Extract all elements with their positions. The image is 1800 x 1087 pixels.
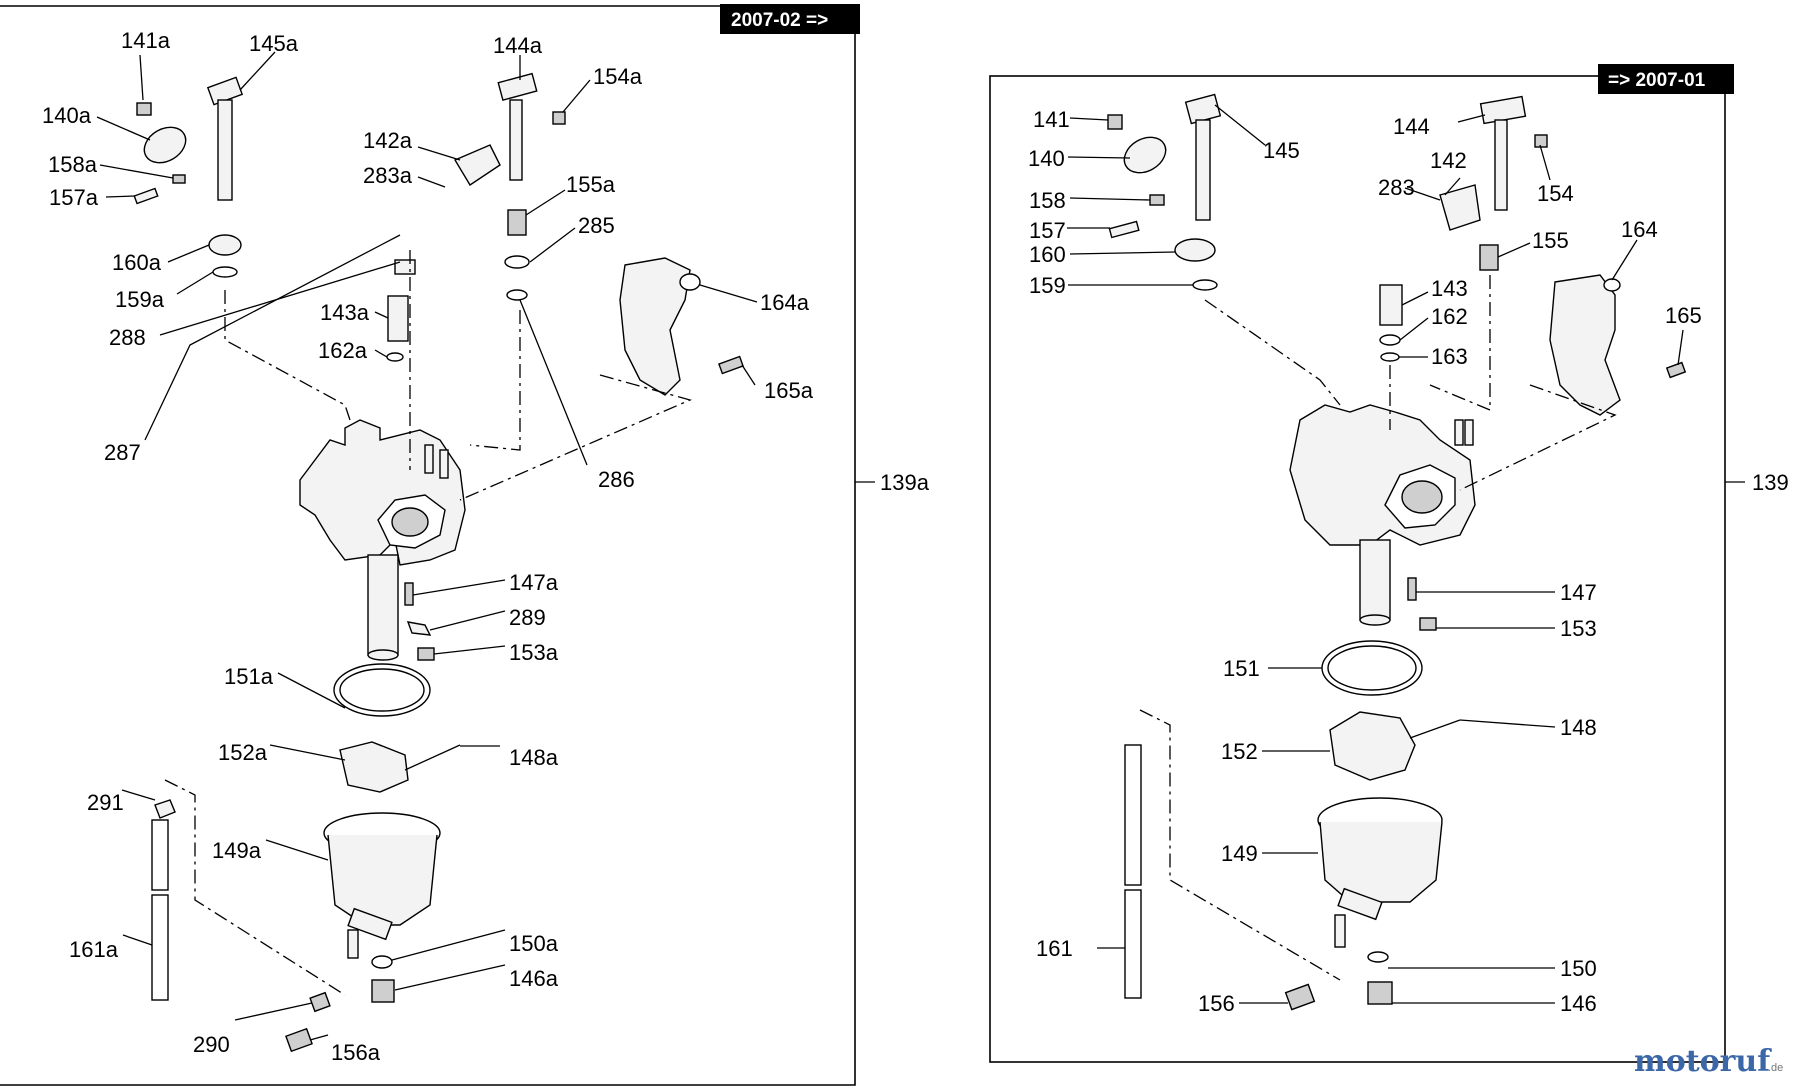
part-label-153a: 153a xyxy=(509,640,559,665)
part-label-143: 143 xyxy=(1431,276,1468,301)
part-label-145: 145 xyxy=(1263,138,1300,163)
part-label-285: 285 xyxy=(578,213,615,238)
watermark-brand: motoruf xyxy=(1634,1044,1772,1079)
right-leader-lines xyxy=(1067,104,1684,1004)
left-assembly-lines xyxy=(164,250,692,996)
part-label-149: 149 xyxy=(1221,841,1258,866)
part-label-144: 144 xyxy=(1393,114,1430,139)
part-label-140: 140 xyxy=(1028,146,1065,171)
part-label-286: 286 xyxy=(598,467,635,492)
part-label-162a: 162a xyxy=(318,338,368,363)
part-label-144a: 144a xyxy=(493,33,543,58)
part-label-153: 153 xyxy=(1560,616,1597,641)
part-label-157a: 157a xyxy=(49,185,99,210)
part-label-148: 148 xyxy=(1560,715,1597,740)
part-label-150: 150 xyxy=(1560,956,1597,981)
left-panel-header: 2007-02 => xyxy=(731,10,828,31)
watermark-tld: .de xyxy=(1768,1062,1783,1074)
right-assembly-lines xyxy=(1139,275,1617,981)
part-label-290: 290 xyxy=(193,1032,230,1057)
part-label-161: 161 xyxy=(1036,936,1073,961)
part-label-152a: 152a xyxy=(218,740,268,765)
part-label-150a: 150a xyxy=(509,931,559,956)
part-label-154a: 154a xyxy=(593,64,643,89)
right-assembly-label: 139 xyxy=(1752,470,1789,495)
part-label-155a: 155a xyxy=(566,172,616,197)
part-label-287: 287 xyxy=(104,440,141,465)
part-label-142: 142 xyxy=(1430,148,1467,173)
part-label-288: 288 xyxy=(109,325,146,350)
part-label-165: 165 xyxy=(1665,303,1702,328)
left-panel: 2007-02 => 139a xyxy=(0,4,930,1086)
part-label-151a: 151a xyxy=(224,664,274,689)
part-label-291: 291 xyxy=(87,790,124,815)
right-upper-parts xyxy=(1107,93,1687,416)
right-lower-parts xyxy=(1124,577,1461,1011)
part-label-141a: 141a xyxy=(121,28,171,53)
left-assembly-label: 139a xyxy=(880,470,930,495)
part-label-160a: 160a xyxy=(112,250,162,275)
part-label-146a: 146a xyxy=(509,966,559,991)
part-label-158a: 158a xyxy=(48,152,98,177)
left-carburetor-body xyxy=(299,419,466,661)
right-part-labels: 141 145 144 140 142 154 283 158 157 155 … xyxy=(1028,107,1702,1016)
part-label-149a: 149a xyxy=(212,838,262,863)
part-label-152: 152 xyxy=(1221,739,1258,764)
part-label-164: 164 xyxy=(1621,217,1658,242)
watermark: motoruf .de xyxy=(1634,1044,1783,1079)
part-label-151: 151 xyxy=(1223,656,1260,681)
part-label-154: 154 xyxy=(1537,181,1574,206)
part-label-140a: 140a xyxy=(42,103,92,128)
part-label-147: 147 xyxy=(1560,580,1597,605)
right-panel-header-box xyxy=(1598,64,1734,94)
part-label-165a: 165a xyxy=(764,378,814,403)
part-label-164a: 164a xyxy=(760,290,810,315)
right-carburetor-body xyxy=(1289,404,1476,626)
left-part-labels: 141a 145a 144a 154a 140a 142a 158a 283a … xyxy=(42,28,814,1065)
part-label-162: 162 xyxy=(1431,304,1468,329)
part-label-148a: 148a xyxy=(509,745,559,770)
part-label-283: 283 xyxy=(1378,175,1415,200)
part-label-142a: 142a xyxy=(363,128,413,153)
part-label-159: 159 xyxy=(1029,273,1066,298)
part-label-147a: 147a xyxy=(509,570,559,595)
part-label-156a: 156a xyxy=(331,1040,381,1065)
part-label-141: 141 xyxy=(1033,107,1070,132)
part-label-155: 155 xyxy=(1532,228,1569,253)
part-label-146: 146 xyxy=(1560,991,1597,1016)
part-label-163: 163 xyxy=(1431,344,1468,369)
part-label-161a: 161a xyxy=(69,937,119,962)
part-label-156: 156 xyxy=(1198,991,1235,1016)
part-label-289: 289 xyxy=(509,605,546,630)
left-upper-parts xyxy=(133,72,744,396)
part-label-143a: 143a xyxy=(320,300,370,325)
part-label-158: 158 xyxy=(1029,188,1066,213)
right-panel-header: => 2007-01 xyxy=(1608,70,1706,91)
part-label-160: 160 xyxy=(1029,242,1066,267)
left-panel-header-box xyxy=(720,4,860,34)
part-label-145a: 145a xyxy=(249,31,299,56)
part-label-157: 157 xyxy=(1029,218,1066,243)
left-lower-parts xyxy=(151,582,461,1053)
right-panel: => 2007-01 139 xyxy=(989,64,1789,1063)
left-leader-lines xyxy=(96,51,758,1041)
part-label-283a: 283a xyxy=(363,163,413,188)
part-label-159a: 159a xyxy=(115,287,165,312)
